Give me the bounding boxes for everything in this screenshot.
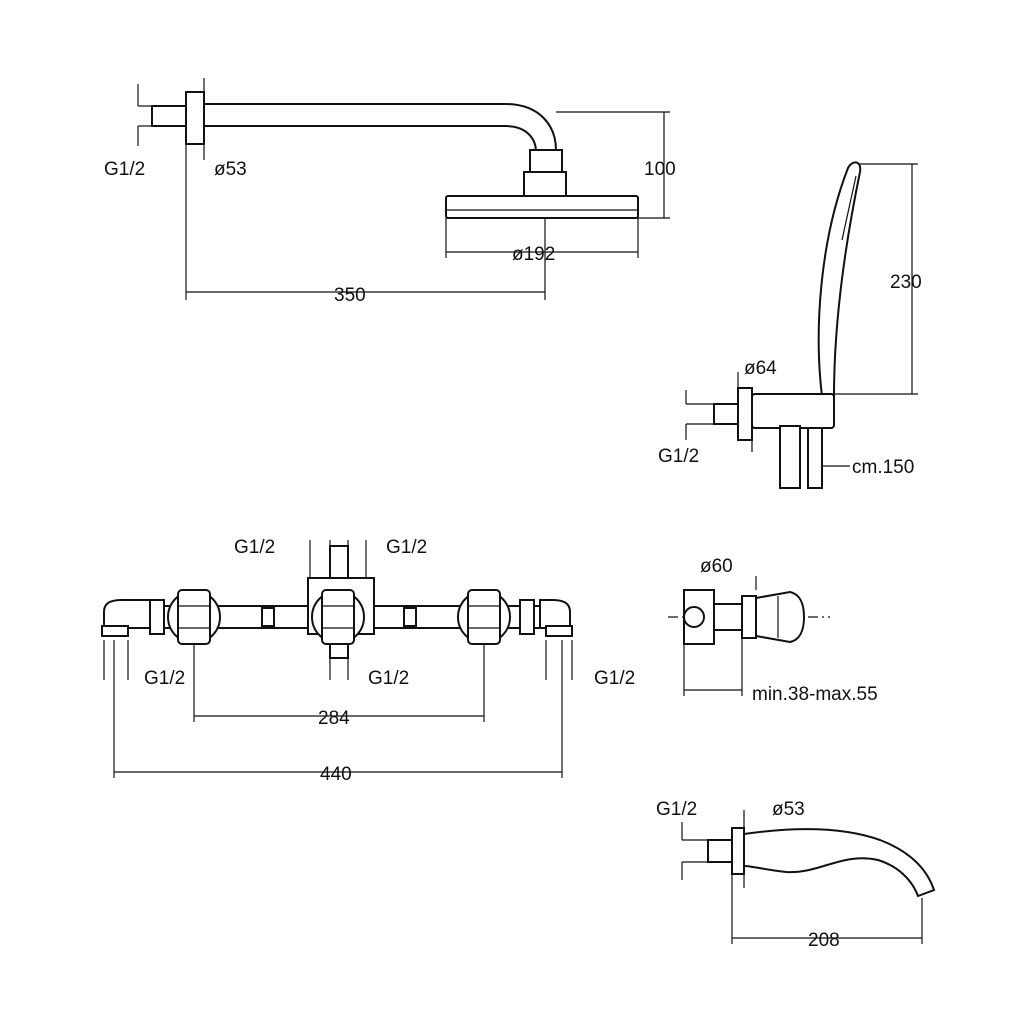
mixer-right-thread-label: G1/2	[594, 668, 635, 689]
mixer-top-left-thread-label: G1/2	[234, 537, 275, 558]
handle-knob	[755, 590, 806, 644]
mixer-fitting-1	[261, 607, 275, 627]
shower-arm-nut	[523, 171, 567, 197]
shower-arm-flange	[185, 91, 205, 145]
hand-shower-flange	[737, 387, 753, 441]
mixer-center-valve-body	[321, 589, 355, 645]
shower-arm-connector	[529, 149, 563, 173]
shower-head-diameter-label: ø192	[512, 244, 555, 265]
mixer-right-valve-body	[467, 589, 501, 645]
mixer-left-valve-body	[177, 589, 211, 645]
mixer-right-outlet	[545, 625, 573, 637]
mixer-right-nut	[519, 599, 535, 635]
mixer-top-right-thread-label: G1/2	[386, 537, 427, 558]
mixer-fitting-2	[403, 607, 417, 627]
handle-rosette	[741, 595, 757, 639]
spout-length-label: 208	[808, 930, 840, 951]
shower-arm-view: G1/2 ø53 350 100 ø192	[104, 78, 676, 306]
shower-head	[445, 195, 639, 219]
hand-shower-hose	[807, 427, 823, 489]
shower-arm-drop-label: 100	[644, 159, 676, 180]
hand-shower-handset	[817, 161, 862, 397]
shower-arm-flange-label: ø53	[214, 159, 247, 180]
mixer-center-thread-label: G1/2	[368, 668, 409, 689]
shower-arm-pipe-inner	[204, 125, 537, 153]
handle-depth-label: min.38-max.55	[752, 684, 878, 705]
hand-shower-hose-label: cm.150	[852, 457, 914, 478]
mixer-left-thread-label: G1/2	[144, 668, 185, 689]
hand-shower-hose-outlet	[779, 425, 801, 489]
shower-arm-inlet	[151, 105, 187, 127]
handle-stem	[713, 603, 743, 631]
spout-thread-label: G1/2	[656, 799, 697, 820]
handle-side-view: ø60 min.38-max.55	[668, 556, 878, 705]
mixer-left-outlet	[101, 625, 129, 637]
mixer-center-bottom-outlet	[329, 643, 349, 659]
mixer-outer-span-label: 440	[320, 764, 352, 785]
hand-shower-holder	[751, 393, 835, 429]
shower-arm-pipe	[204, 103, 557, 152]
spout-body	[743, 828, 936, 898]
hand-shower-flange-label: ø64	[744, 358, 777, 379]
mixer-left-elbow	[103, 599, 151, 631]
mixer-left-nut	[149, 599, 165, 635]
mixer-right-elbow	[539, 599, 571, 631]
handle-diameter-label: ø60	[700, 556, 733, 577]
hand-shower-thread-label: G1/2	[658, 446, 699, 467]
mixer-body-view: G1/2 G1/2 G1/2 G1/2 G1/2 284 440	[101, 537, 635, 785]
mixer-center-top-inlet	[329, 545, 349, 579]
hand-shower-height-label: 230	[890, 272, 922, 293]
spout-view: G1/2 ø53 208	[656, 799, 936, 951]
handle-spindle	[683, 606, 705, 628]
hand-shower-inlet	[713, 403, 739, 425]
spout-flange-label: ø53	[772, 799, 805, 820]
spout-flange	[731, 827, 745, 875]
spout-inlet	[707, 839, 733, 863]
hand-shower-view: 230 ø64 G1/2 cm.150	[658, 161, 922, 489]
shower-arm-length-label: 350	[334, 285, 366, 306]
shower-arm-thread-label: G1/2	[104, 159, 145, 180]
mixer-inner-span-label: 284	[318, 708, 350, 729]
